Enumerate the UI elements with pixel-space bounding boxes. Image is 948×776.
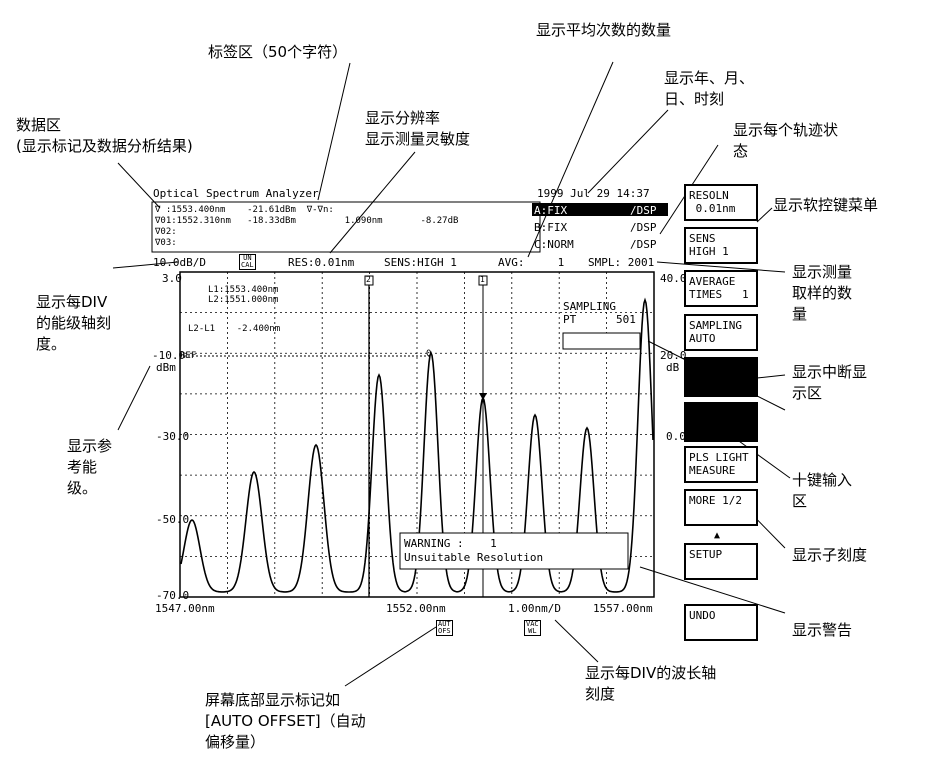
data-line-1: ∇01:1552.310nm -18.33dBm 1.090nm -8.27dB: [155, 216, 459, 226]
y-right-tick-2: 0.0: [666, 430, 686, 443]
softkey-setup[interactable]: SETUP: [684, 543, 758, 580]
vac-wl-badge: VAC WL: [524, 620, 541, 636]
line-marker-l1: L1:1553.400nm: [208, 285, 279, 295]
line-marker-l2: L2:1551.000nm: [208, 295, 279, 305]
annotation-label-area: 标签区（50个字符）: [208, 43, 348, 61]
sampling-readout: SMPL: 2001: [588, 256, 655, 269]
annotation-trace-status: 显示每个轨迹状 态: [733, 121, 839, 160]
warning-box: [399, 532, 629, 570]
trace-a-highlight: [532, 203, 668, 216]
resolution-readout: RES:0.01nm: [288, 256, 355, 269]
trace-a-label: A:FIX: [534, 204, 568, 217]
ten-key-input-area: [684, 402, 758, 442]
datetime: 1999 Jul 29 14:37: [537, 187, 650, 200]
aut-ofs-badge: AUT OFS: [436, 620, 453, 636]
softkey-pls-light[interactable]: PLS LIGHT MEASURE: [684, 446, 758, 483]
softkey-sampling[interactable]: SAMPLING AUTO: [684, 314, 758, 351]
marker-label-1: 1: [480, 275, 485, 284]
y-left-tick-3: -50.0: [156, 513, 190, 526]
sampling-progress-bar: [562, 332, 641, 350]
trace-a-status: /DSP: [630, 204, 657, 217]
line-diff: L2-L1 -2.400nm: [188, 324, 281, 334]
annotation-sampling-count: 显示测量 取样的数 量: [792, 263, 853, 323]
sampling-status: SAMPLING PT 501: [563, 300, 636, 326]
trace-b-label: B:FIX: [534, 221, 568, 234]
sensitivity-readout: SENS:HIGH 1: [384, 256, 457, 269]
warning-message: WARNING : 1 Unsuitable Resolution: [404, 537, 544, 564]
more-arrow-icon: ▲: [714, 530, 721, 541]
annotation-ref-level: 显示参 考能 级。: [67, 437, 113, 497]
marker-triangle: [479, 393, 487, 400]
y-left-tick-2: -30.0: [156, 430, 190, 443]
annotation-bottom-marker: 屏幕底部显示标记如 [AUTO OFFSET]（自动 偏移量）: [205, 691, 366, 751]
data-line-2: ∇02:: [155, 227, 177, 237]
annotation-datetime: 显示年、月、 日、时刻: [664, 69, 755, 108]
screen-title: Optical Spectrum Analyzer: [153, 187, 319, 200]
data-line-3: ∇03:: [155, 238, 177, 248]
trace-b-status: /DSP: [630, 221, 657, 234]
softkey-undo[interactable]: UNDO: [684, 604, 758, 641]
marker-point-label: 0: [426, 349, 432, 359]
annotation-data-area: 数据区 (显示标记及数据分析结果): [16, 116, 193, 155]
data-line-0: ∇ :1553.400nm -21.61dBm ∇-∇n:: [155, 205, 334, 215]
unit-db: dB: [666, 361, 680, 374]
level-scale: 10.0dB/D: [153, 256, 206, 269]
annotation-resolution: 显示分辨率 显示测量灵敏度: [365, 109, 471, 148]
trace-c-label: C:NORM: [534, 238, 574, 251]
annotation-wavelength-div: 显示每DIV的波长轴 刻度: [585, 664, 717, 703]
uncal-badge: UN CAL: [239, 254, 256, 270]
marker-label-2: 2: [366, 275, 371, 284]
average-readout: AVG: 1: [498, 256, 565, 269]
softkey-more[interactable]: MORE 1/2: [684, 489, 758, 526]
y-right-tick-1: 20.0: [660, 349, 687, 362]
ref-label: REF: [180, 351, 197, 361]
softkey-sens[interactable]: SENS HIGH 1: [684, 227, 758, 264]
data-area-box: [151, 201, 541, 253]
softkey-resoln[interactable]: RESOLN 0.01nm: [684, 184, 758, 221]
annotation-level-div: 显示每DIV 的能级轴刻 度。: [36, 293, 112, 353]
marker-box-2: [364, 275, 374, 286]
annotation-interrupt: 显示中断显 示区: [792, 363, 868, 402]
annotation-avg-count: 显示平均次数的数量: [536, 21, 672, 39]
x-right-label: 1557.00nm: [593, 602, 653, 615]
interrupt-display-area: [684, 357, 758, 397]
trace-c-status: /DSP: [630, 238, 657, 251]
softkey-average[interactable]: AVERAGE TIMES 1: [684, 270, 758, 307]
y-left-tick-0: 3.0: [162, 272, 182, 285]
x-center-label: 1552.00nm: [386, 602, 446, 615]
y-left-tick-1: -10.0: [152, 349, 186, 362]
annotation-ten-key: 十键输入 区: [792, 471, 853, 510]
x-scale-label: 1.00nm/D: [508, 602, 561, 615]
y-left-tick-4: -70.0: [156, 589, 190, 602]
unit-dbm: dBm: [156, 361, 176, 374]
marker-box-1: [478, 275, 488, 286]
x-left-label: 1547.00nm: [155, 602, 215, 615]
annotation-sub-scale: 显示子刻度: [792, 546, 868, 564]
annotation-warning: 显示警告: [792, 621, 853, 639]
annotation-softkey-menu: 显示软控键菜单: [773, 196, 879, 214]
y-right-tick-0: 40.0: [660, 272, 687, 285]
